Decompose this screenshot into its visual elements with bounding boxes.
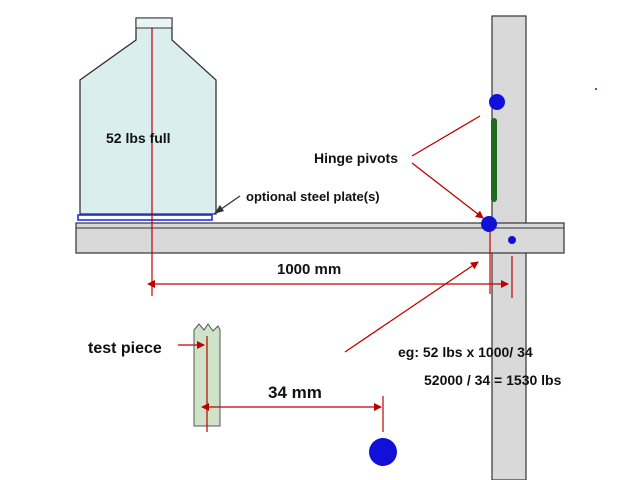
calculation-arrow	[344, 261, 479, 353]
plate-pointer-head	[214, 205, 224, 214]
hinge-arrow-upper	[411, 115, 481, 157]
hinge-pivots-label: Hinge pivots	[314, 150, 398, 166]
lever-length-label: 1000 mm	[277, 261, 341, 278]
upper-pivot	[489, 94, 505, 110]
example-formula-line2: 52000 / 34 = 1530 lbs	[424, 372, 562, 388]
bottle-cap	[135, 17, 173, 29]
test-pivot	[369, 438, 397, 466]
example-formula-line1: eg: 52 lbs x 1000/ 34	[398, 344, 533, 360]
optional-plate-label: optional steel plate(s)	[246, 189, 380, 204]
water-bottle	[79, 17, 217, 215]
test-piece-label: test piece	[88, 340, 162, 357]
stray-dot	[595, 88, 597, 90]
steel-plate	[77, 214, 213, 221]
small-pivot	[508, 236, 516, 244]
short-arm-label: 34 mm	[268, 383, 322, 402]
lower-pivot	[481, 216, 497, 232]
bottle-weight-label: 52 lbs full	[106, 130, 171, 146]
hinge-strap	[491, 118, 497, 202]
hinge-arrow-lower	[411, 162, 484, 219]
